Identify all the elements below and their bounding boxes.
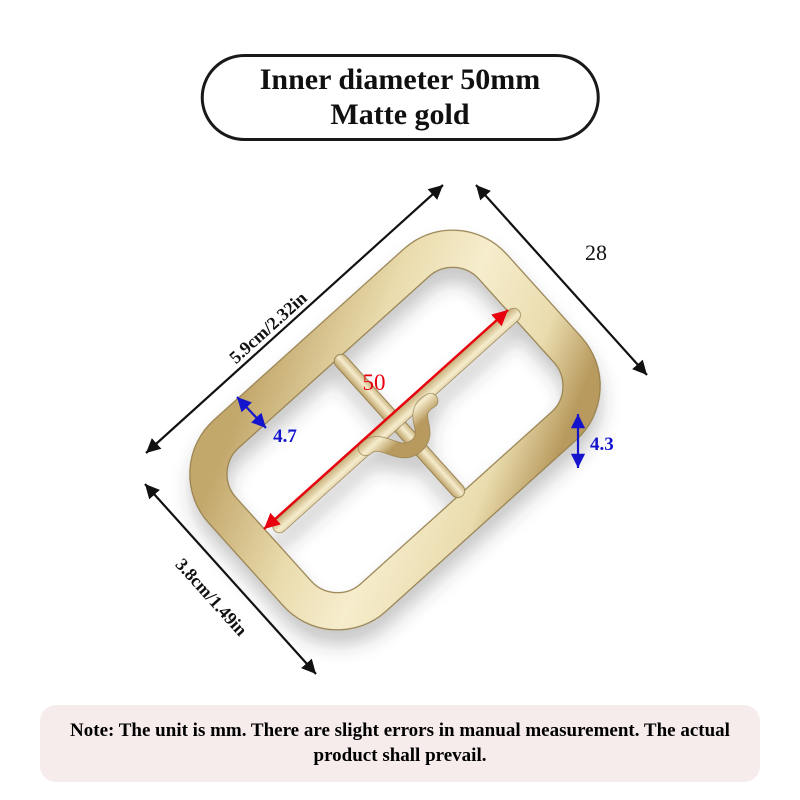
dim-arrow-thickness-47 <box>236 396 267 429</box>
dim-label-inner-50: 50 <box>363 370 386 395</box>
dim-label-short-side: 3.8cm/1.49in <box>172 554 252 639</box>
badge-title-line1: Inner diameter 50mm <box>259 63 541 96</box>
dim-label-thickness-47: 4.7 <box>273 426 297 447</box>
note-text: Note: The unit is mm. There are slight e… <box>70 719 730 767</box>
dim-arrow-width-28 <box>475 184 648 376</box>
dim-label-thickness-43: 4.3 <box>590 434 614 455</box>
dim-arrow-short-side <box>144 483 317 675</box>
belt-buckle <box>189 229 601 631</box>
note-box: Note: The unit is mm. There are slight e… <box>40 704 760 782</box>
dim-arrow-inner-50 <box>263 309 509 530</box>
dim-label-width-28: 28 <box>585 240 607 265</box>
badge-title-line2: Matte gold <box>330 98 470 132</box>
title-badge: Inner diameter 50mm Matte gold <box>200 54 600 141</box>
